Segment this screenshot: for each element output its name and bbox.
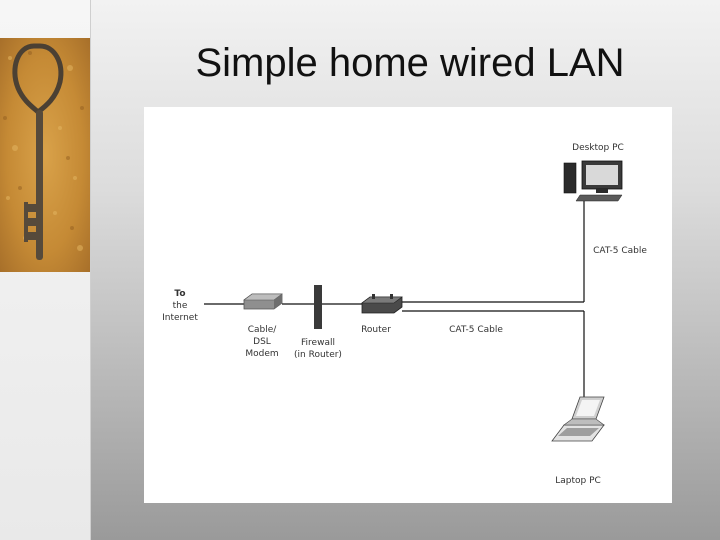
label-router: Router — [361, 325, 391, 335]
modem-icon — [243, 293, 283, 310]
label-cable-vertical: CAT-5 Cable — [593, 246, 647, 256]
label-internet: Internet — [162, 313, 198, 323]
skeleton-key-photo — [0, 38, 90, 272]
laptop-pc-icon — [551, 396, 605, 442]
label-modem-line1: Cable/ — [248, 325, 278, 335]
label-to: To — [174, 289, 185, 299]
label-cable-horizontal: CAT-5 Cable — [449, 325, 503, 335]
slide-title: Simple home wired LAN — [195, 41, 625, 85]
label-firewall-line2: (in Router) — [294, 350, 342, 360]
desktop-pc-icon — [563, 160, 623, 202]
firewall-icon — [314, 285, 322, 329]
label-modem-line3: Modem — [245, 349, 278, 359]
label-firewall-line1: Firewall — [301, 338, 335, 348]
label-the: the — [173, 301, 188, 311]
network-diagram: To the Internet Cable/ DSL Modem Firewal… — [144, 107, 672, 503]
label-modem-line2: DSL — [253, 337, 271, 347]
label-desktop: Desktop PC — [572, 143, 624, 153]
label-laptop: Laptop PC — [555, 476, 601, 486]
router-icon — [361, 294, 403, 314]
